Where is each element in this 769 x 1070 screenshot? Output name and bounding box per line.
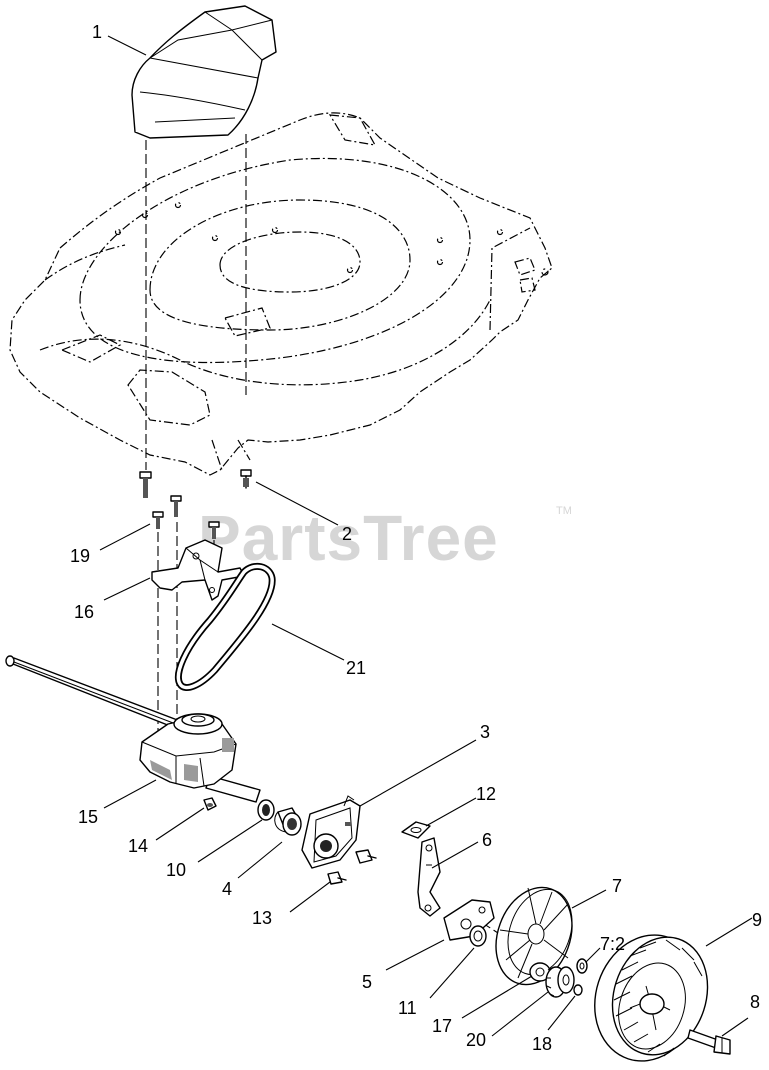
- callout-labels: 1 2 3 4 5 6 7 7:2 8 9 10 11 12 13 14 15 …: [70, 22, 762, 1054]
- callout-11: 11: [398, 998, 417, 1018]
- part-wheel-hub-7: [495, 886, 573, 986]
- callout-6: 6: [482, 830, 492, 850]
- part-bracket-16: [151, 539, 245, 601]
- part-handle-cover: [131, 5, 277, 139]
- part-screws-19: [139, 471, 220, 539]
- callout-4: 4: [222, 879, 232, 899]
- callout-21: 21: [346, 658, 366, 678]
- callout-16: 16: [74, 602, 94, 622]
- part-plate-12: [401, 821, 431, 839]
- watermark-text: PartsTree: [198, 502, 499, 574]
- part-bolts-13: [327, 849, 377, 885]
- part-nut-14: [203, 797, 217, 811]
- callout-17: 17: [432, 1016, 452, 1036]
- part-belt-21: [174, 562, 276, 691]
- part-wheel-9: [594, 934, 709, 1062]
- callout-2: 2: [342, 524, 352, 544]
- part-washer-7-2: [576, 958, 588, 974]
- part-bushing-11: [469, 925, 487, 947]
- part-bearing-4: [274, 807, 302, 836]
- callout-10: 10: [166, 860, 186, 880]
- part-plate-3: [301, 795, 361, 869]
- part-pinion-17: [529, 962, 551, 982]
- callout-1: 1: [92, 22, 102, 42]
- leader-lines: [99, 35, 753, 1037]
- callout-20: 20: [466, 1030, 486, 1050]
- part-gearbox-15: [5, 655, 261, 803]
- callout-15: 15: [78, 807, 98, 827]
- watermark-trademark: TM: [556, 505, 572, 517]
- callout-7-2: 7:2: [600, 934, 625, 954]
- part-ring-18: [573, 984, 583, 996]
- callout-18: 18: [532, 1034, 552, 1054]
- callout-19: 19: [70, 546, 90, 566]
- callout-13: 13: [252, 908, 272, 928]
- part-washer-10: [257, 799, 275, 821]
- part-gear-20: [545, 966, 575, 998]
- part-bracket-6: [417, 837, 441, 917]
- part-screw-2: [240, 469, 252, 489]
- callout-14: 14: [128, 836, 148, 856]
- part-bolt-8: [687, 1029, 731, 1055]
- part-bracket-5: [443, 899, 495, 941]
- callout-5: 5: [362, 972, 372, 992]
- mower-deck-outline: [9, 112, 553, 476]
- callout-8: 8: [750, 992, 760, 1012]
- callout-3: 3: [480, 722, 490, 742]
- callout-12: 12: [476, 784, 496, 804]
- callout-9: 9: [752, 910, 762, 930]
- callout-7: 7: [612, 876, 622, 896]
